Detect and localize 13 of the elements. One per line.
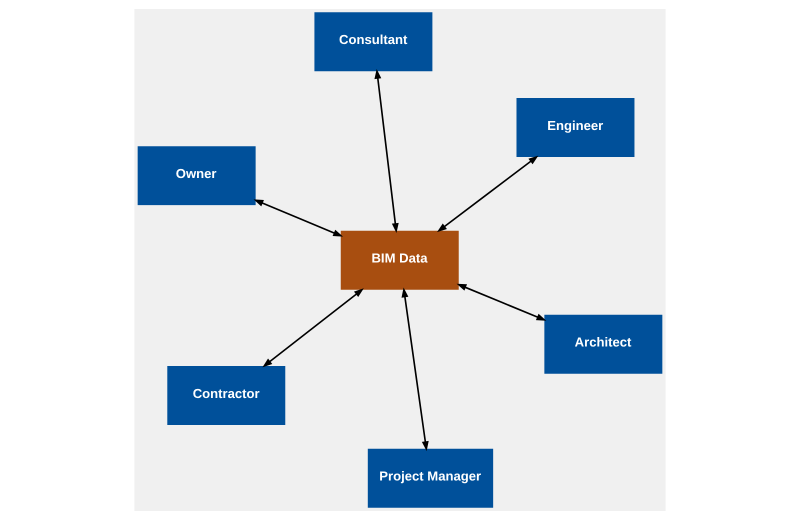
node-box: Consultant bbox=[314, 12, 432, 71]
node-box: Architect bbox=[544, 314, 662, 374]
node-box: Engineer bbox=[516, 98, 634, 157]
arrow bbox=[262, 288, 364, 367]
node-box: Contractor bbox=[167, 365, 286, 424]
node-box: Owner bbox=[138, 146, 256, 205]
node-box: Project Manager bbox=[368, 448, 494, 508]
arrow bbox=[374, 68, 399, 233]
arrow bbox=[456, 283, 546, 320]
arrow bbox=[436, 155, 538, 232]
node-box: BIM Data bbox=[340, 230, 459, 290]
arrow bbox=[402, 286, 429, 451]
arrow bbox=[254, 198, 344, 236]
